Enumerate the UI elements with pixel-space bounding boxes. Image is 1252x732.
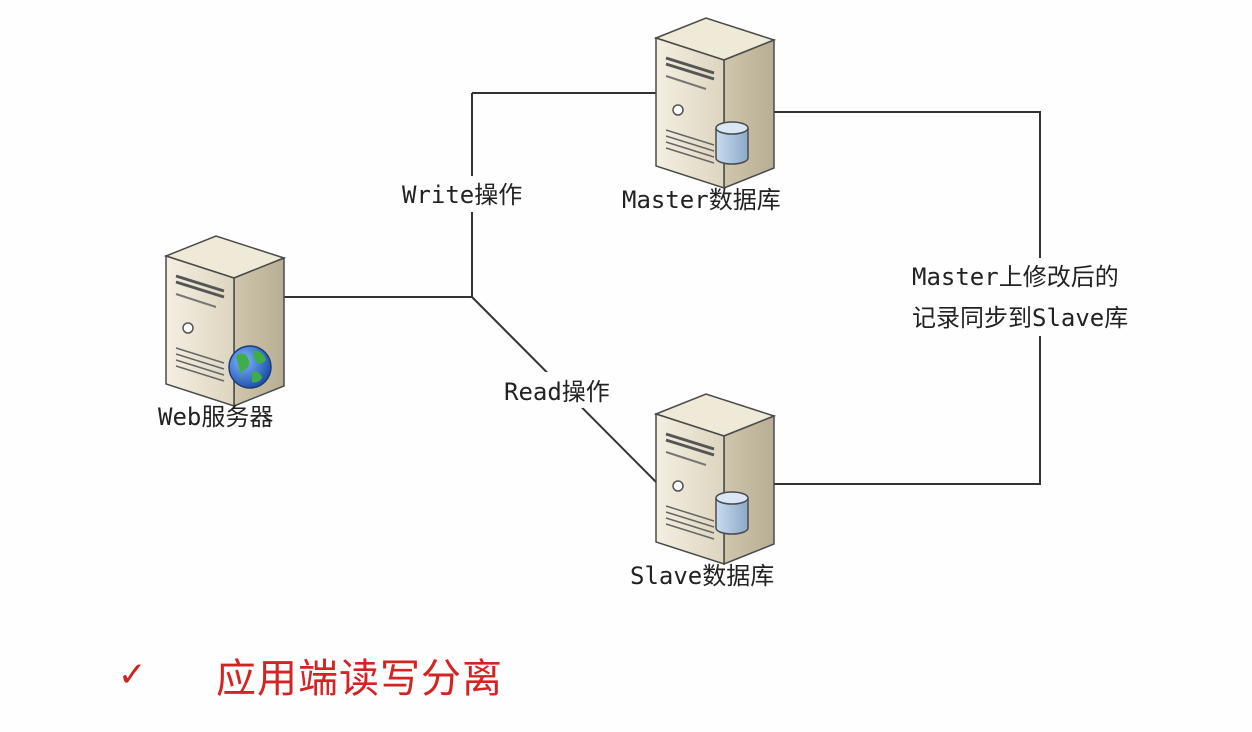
slave-node-label: Slave数据库 [630,562,774,590]
sync-edge-label-line1: Master上修改后的 [912,263,1119,291]
master-database-icon [715,121,749,165]
read-edge-label: Read操作 [504,378,610,406]
globe-icon [228,345,272,389]
slave-database-icon [715,491,749,535]
sync-edge-label-line2: 记录同步到Slave库 [912,304,1128,332]
slave-server-icon [654,392,776,566]
checkmark-icon: ✓ [118,655,147,695]
master-node-label: Master数据库 [622,186,781,214]
web-node-label: Web服务器 [158,403,273,431]
bullet-point: ✓ 应用端读写分离 [118,640,503,710]
master-server-icon [654,16,776,190]
write-edge-label: Write操作 [402,181,522,209]
bullet-text: 应用端读写分离 [216,656,503,702]
